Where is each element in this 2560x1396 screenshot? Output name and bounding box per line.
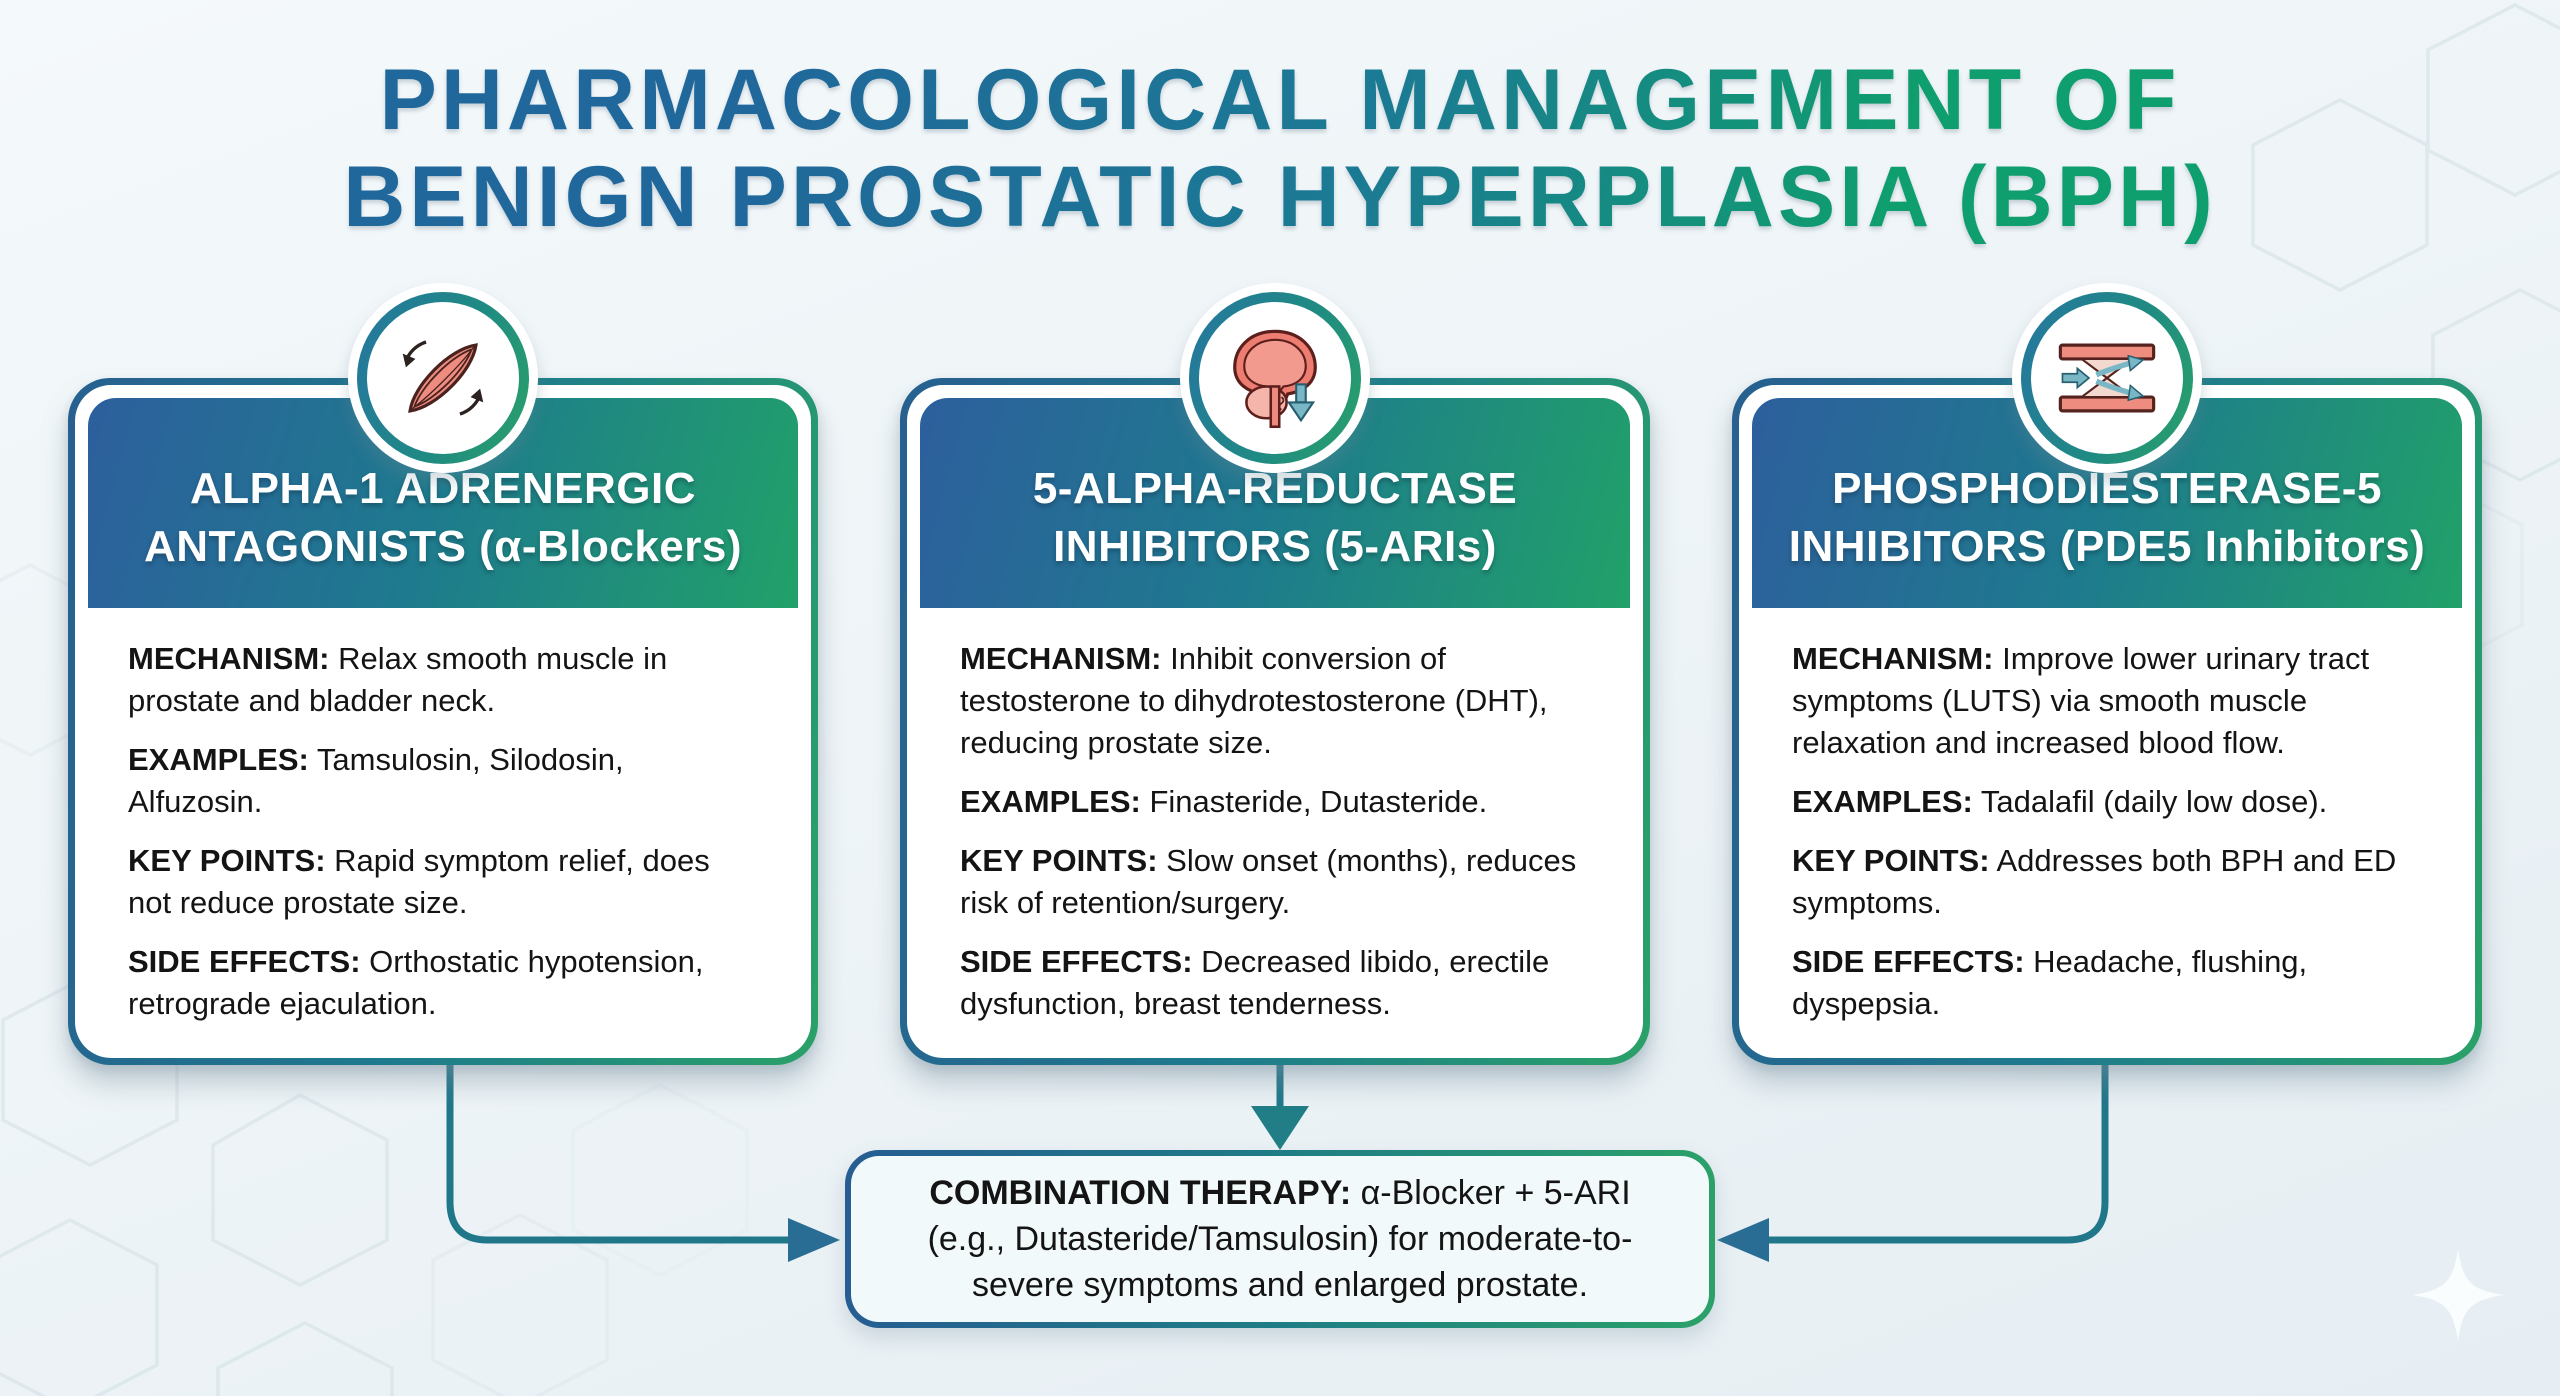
card-body-5-aris: MECHANISM: Inhibit conversion of testost…: [920, 608, 1630, 1025]
prostate-icon-badge: [1180, 283, 1370, 473]
combination-therapy-text: COMBINATION THERAPY: α-Blocker + 5-ARI (…: [927, 1174, 1633, 1304]
arrowhead-card2-to-combo: [1251, 1106, 1309, 1150]
side-effects-section: SIDE EFFECTS: Decreased libido, erectile…: [960, 944, 1550, 1021]
key-points-section: KEY POINTS: Addresses both BPH and ED sy…: [1792, 843, 2397, 920]
mechanism-section: MECHANISM: Inhibit conversion of testost…: [960, 641, 1548, 760]
mechanism-section: MECHANISM: Improve lower urinary tract s…: [1792, 641, 2370, 760]
key-points-section: KEY POINTS: Slow onset (months), reduces…: [960, 843, 1577, 920]
card-body-pde5-inhibitors: MECHANISM: Improve lower urinary tract s…: [1752, 608, 2462, 1025]
icon-ring: [2021, 292, 2193, 464]
card-body-alpha-blockers: MECHANISM: Relax smooth muscle in prosta…: [88, 608, 798, 1025]
card-alpha-blockers: ALPHA-1 ADRENERGIC ANTAGONISTS (α-Blocke…: [68, 283, 818, 1065]
muscle-icon: [402, 340, 484, 416]
page-title-line1: PHARMACOLOGICAL MANAGEMENT OF: [379, 52, 2181, 148]
examples-section: EXAMPLES: Finasteride, Dutasteride.: [960, 784, 1488, 819]
page-title: PHARMACOLOGICAL MANAGEMENT OF BENIGN PRO…: [0, 52, 2560, 246]
side-effects-section: SIDE EFFECTS: Orthostatic hypotension, r…: [128, 944, 704, 1021]
icon-ring: [1189, 292, 1361, 464]
arrow-line-card1-to-combo: [446, 1054, 794, 1244]
blood-vessel-icon: [2058, 343, 2156, 413]
arrowhead-card1-to-combo: [788, 1218, 840, 1262]
page-title-line2: BENIGN PROSTATIC HYPERPLASIA (BPH): [343, 149, 2217, 245]
sparkle-decoration: [2412, 1249, 2504, 1341]
card-title: PHOSPHODIESTERASE-5 INHIBITORS (PDE5 Inh…: [1788, 464, 2426, 571]
card-pde5-inhibitors: PHOSPHODIESTERASE-5 INHIBITORS (PDE5 Inh…: [1732, 283, 2482, 1065]
card-5-aris: 5-ALPHA-REDUCTASE INHIBITORS (5-ARIs) ME…: [900, 283, 1650, 1065]
side-effects-section: SIDE EFFECTS: Headache, flushing, dyspep…: [1792, 944, 2308, 1021]
examples-section: EXAMPLES: Tadalafil (daily low dose).: [1792, 784, 2328, 819]
muscle-icon-badge: [348, 283, 538, 473]
arrow-line-card3-to-combo: [1763, 1054, 2109, 1244]
blood-vessel-icon-badge: [2012, 283, 2202, 473]
prostate-icon: [1233, 329, 1317, 429]
key-points-section: KEY POINTS: Rapid symptom relief, does n…: [128, 843, 710, 920]
combination-therapy-box: COMBINATION THERAPY: α-Blocker + 5-ARI (…: [845, 1150, 1715, 1328]
icon-ring: [357, 292, 529, 464]
arrowhead-card3-to-combo: [1717, 1218, 1769, 1262]
examples-section: EXAMPLES: Tamsulosin, Silodosin, Alfuzos…: [128, 742, 624, 819]
mechanism-section: MECHANISM: Relax smooth muscle in prosta…: [128, 641, 668, 718]
